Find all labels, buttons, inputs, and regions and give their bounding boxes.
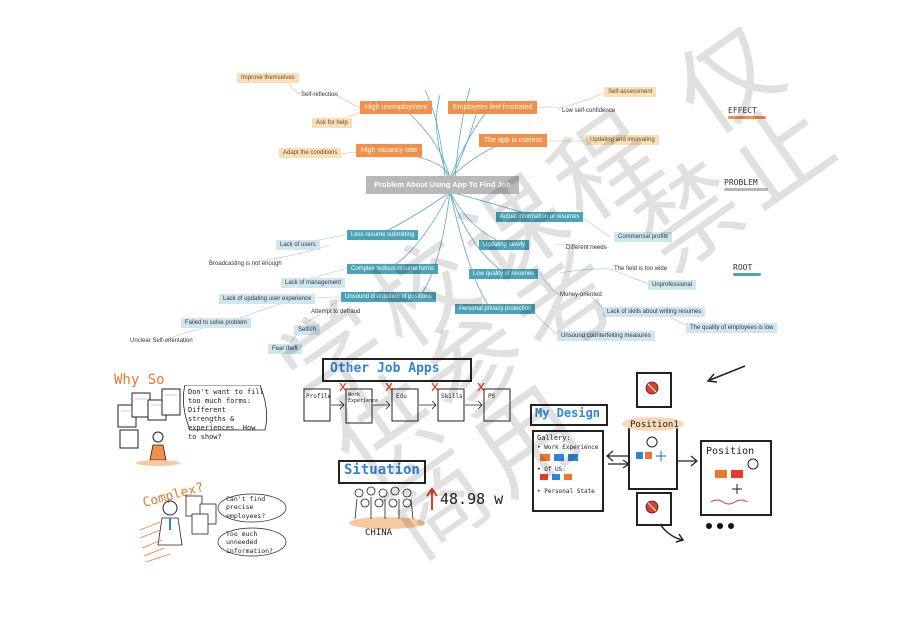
my-design-list-1: Gallery:	[537, 434, 571, 442]
other-apps-card-3: Edu	[396, 393, 407, 400]
situation-caption: CHINA	[365, 528, 393, 538]
effect-leaf-improve-themselves: Improve themselves	[237, 73, 299, 83]
other-apps-title: Other Job Apps	[330, 361, 440, 376]
my-design-list-2: • Work Experience	[537, 444, 599, 451]
legend-root-label: ROOT	[733, 263, 753, 272]
other-apps-card-5: PS	[488, 393, 496, 400]
root-leaf-failed-solve: Failed to solve problem	[181, 318, 252, 328]
root-leaf-attempt-defraud: Attempt to defraud	[311, 309, 361, 315]
root-node-unsound-distribution: Unsound distribution of positions	[341, 292, 436, 302]
position1-label-bg	[622, 417, 684, 431]
arrow-right-icon	[676, 455, 698, 467]
profile-icon-2	[645, 500, 659, 514]
my-design-phone	[532, 430, 604, 512]
legend-problem-swatch	[724, 188, 768, 191]
my-design-title: My Design	[535, 406, 601, 420]
root-leaf-lack-updating-ux: Lack of updating user experience	[219, 294, 316, 304]
legend-problem-label: PROBLEM	[724, 178, 758, 187]
my-design-list-3: • Of US:	[537, 466, 566, 473]
sketch-why-so-bubble: Don't want to fill too much forms: Diffe…	[188, 388, 264, 442]
root-node-personal-privacy: Personal privacy protection	[455, 304, 536, 314]
sketch-why-so-drawing	[117, 385, 268, 466]
curved-arrow-top-icon	[706, 365, 746, 383]
effect-leaf-self-assessment: Self-assessment	[604, 87, 657, 97]
position1-label: Position1	[630, 420, 679, 430]
ellipsis-dots-icon	[706, 523, 734, 529]
situation-figure: 48.98 w	[440, 490, 504, 508]
profile-icon	[645, 381, 659, 395]
arrow-left-icon	[606, 450, 631, 469]
central-problem-node: Problem About Using App To Find Job	[366, 176, 519, 194]
situation-crowd	[349, 486, 425, 529]
root-leaf-different-needs: Different needs	[566, 245, 607, 251]
root-node-low-quality: Low quality of resumes	[469, 269, 539, 279]
legend-root-swatch	[733, 273, 761, 276]
root-leaf-unclear-orientation: Unclear Self-orientation	[130, 338, 193, 344]
situation-title: Situation	[344, 462, 420, 478]
root-leaf-quality-employees: The quality of employees is low	[686, 323, 778, 333]
my-design-title-box	[530, 404, 608, 426]
root-node-complex-forms: Complex tedious resume forms	[347, 264, 439, 274]
legend-effect-swatch	[728, 116, 766, 119]
effect-leaf-updating-innovating: Updating and innovating	[586, 135, 659, 145]
root-leaf-field-too-wide: The field is too wide	[614, 266, 668, 272]
sketch-complex-bubble2: Too much unneeded information?	[226, 530, 273, 555]
root-node-actual-information: Actual information of resumes	[496, 212, 584, 222]
position2-content	[710, 458, 759, 505]
other-apps-flow	[303, 383, 511, 424]
position1-content	[636, 436, 666, 461]
other-apps-title-box	[322, 358, 472, 382]
root-leaf-counterfeiting: Unsound counterfeiting measures	[557, 331, 655, 341]
legend-effect-label: EFFECT	[728, 106, 757, 115]
effect-node-app-useless: The app is useless	[479, 134, 548, 147]
root-leaf-commercial-profits: Commercial profits	[614, 232, 673, 242]
my-design-list-4: • Personal State	[537, 488, 595, 495]
sketch-complex-bubble1: Can't find precise employees?	[226, 495, 266, 520]
other-apps-card-2: Work Experience	[348, 392, 379, 404]
effect-leaf-ask-for-help: Ask for help	[312, 118, 352, 128]
situation-arrow-up-icon	[426, 488, 438, 510]
root-leaf-lack-of-management: Lack of management	[281, 278, 346, 288]
my-design-thumbnails	[540, 454, 578, 480]
root-leaf-fear-theft: Fear theft	[268, 344, 302, 354]
other-apps-card-4: Skills	[441, 393, 463, 400]
root-leaf-lack-of-users: Lack of users	[276, 240, 320, 250]
effect-node-high-unemployment: High unemployment	[360, 101, 433, 114]
root-leaf-lack-skills: Lack of skills about writing resumes	[603, 307, 706, 317]
effect-node-high-vacancy: High vacancy rate	[356, 144, 423, 157]
root-leaf-selfish: Selfish	[294, 325, 321, 335]
effect-leaf-self-reflection: Self-reflection	[301, 92, 338, 98]
root-leaf-unprofessional: Unprofessional	[648, 280, 697, 290]
sketch-complex-drawing	[140, 493, 287, 563]
root-node-less-resume: Less resume submitting	[347, 230, 419, 240]
other-apps-card-1: Profile	[306, 393, 332, 400]
sketch-why-so-title: Why So	[114, 372, 165, 388]
root-leaf-broadcasting: Broadcasting is not enough	[209, 261, 282, 267]
situation-title-box	[338, 460, 426, 484]
position2-label: Position	[706, 446, 755, 457]
effect-leaf-low-self-confidence: Low self-confidence	[562, 108, 616, 114]
effect-node-employees-frustrated: Employees feel frustrated	[448, 101, 538, 114]
root-node-updating-slowly: Updating slowly	[479, 240, 530, 250]
root-leaf-money-oriented: Money-oriented	[560, 292, 602, 298]
legend-root: ROOT	[733, 263, 761, 276]
curved-arrow-bottom-icon	[659, 523, 685, 543]
effect-leaf-adapt-conditions: Adapt the conditions	[279, 148, 342, 158]
legend-problem: PROBLEM	[724, 178, 768, 191]
legend-effect: EFFECT	[728, 106, 766, 119]
